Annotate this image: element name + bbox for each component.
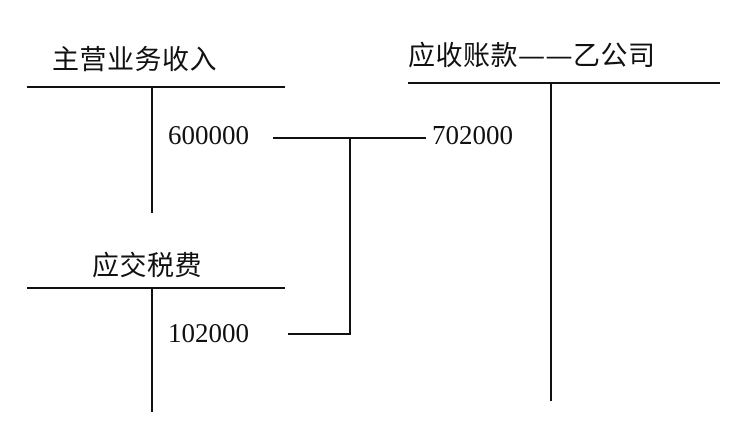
revenue-account-divider <box>151 87 153 213</box>
tax-account-top-line <box>27 287 285 289</box>
receivable-account-top-line <box>408 82 720 84</box>
revenue-credit-amount: 600000 <box>168 120 249 150</box>
tax-credit-amount: 102000 <box>168 318 249 348</box>
revenue-account-title: 主营业务收入 <box>52 45 217 76</box>
receivable-account-title: 应收账款——乙公司 <box>408 41 656 72</box>
tax-connector-vertical <box>349 137 351 335</box>
receivable-account-divider <box>550 83 552 401</box>
tax-account-title: 应交税费 <box>92 251 202 282</box>
tax-connector-line <box>288 333 351 335</box>
revenue-account-top-line <box>27 86 285 88</box>
receivable-debit-amount: 702000 <box>432 120 513 150</box>
tax-account-divider <box>151 288 153 412</box>
